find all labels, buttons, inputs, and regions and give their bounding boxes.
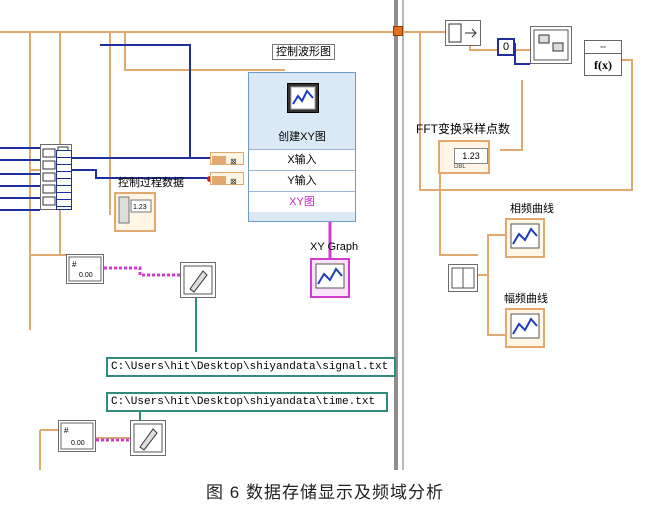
create-xy-graph-title: 创建XY图: [278, 131, 326, 143]
y-input-terminal[interactable]: Y输入: [249, 170, 355, 191]
time-path-constant[interactable]: C:\Users\hit\Desktop\shiyandata\time.txt: [106, 392, 388, 412]
phase-curve-label: 相频曲线: [510, 203, 554, 215]
graph-icon: [510, 313, 540, 339]
graph-icon: [510, 223, 540, 249]
xy-graph-express-icon: [287, 83, 319, 113]
fft-points-type: DBL: [454, 164, 466, 170]
create-xy-graph-node[interactable]: 创建XY图 X输入 Y输入 XY图: [248, 72, 356, 222]
index-array-icon: [448, 23, 477, 43]
to-dbl-node-x[interactable]: ⊠: [210, 152, 244, 166]
split-icon: [451, 267, 475, 289]
fft-points-label: FFT变换采样点数: [416, 122, 510, 136]
svg-text:#: #: [64, 426, 69, 435]
xy-graph-output-terminal[interactable]: XY图: [249, 191, 355, 212]
fft-points-value: 1.23: [454, 148, 488, 164]
formula-label: f(x): [594, 58, 612, 72]
graph-icon: [315, 263, 345, 289]
split-node[interactable]: [448, 264, 478, 292]
phase-curve-indicator[interactable]: [505, 218, 545, 258]
zero-constant[interactable]: 0: [497, 38, 515, 56]
sequence-frame-border-inner: [402, 0, 404, 470]
sequence-frame-border: [394, 0, 398, 470]
svg-text:⊠: ⊠: [230, 177, 237, 186]
x-input-terminal[interactable]: X输入: [249, 149, 355, 170]
write-file-node-2[interactable]: [130, 420, 166, 456]
to-dbl-node-y[interactable]: ⊠: [210, 172, 244, 186]
svg-text:1.23: 1.23: [133, 204, 147, 211]
format-node-1[interactable]: #0.00: [66, 254, 104, 284]
fft-icon: [533, 29, 569, 61]
figure-caption: 图 6 数据存储显示及频域分析: [206, 483, 444, 502]
coerce-icon: ⊠: [212, 156, 237, 166]
format-node-2[interactable]: #0.00: [58, 420, 96, 452]
index-array-node[interactable]: [445, 20, 481, 46]
array-terminal: [56, 150, 72, 210]
svg-text:0.00: 0.00: [71, 440, 85, 447]
swap-arrow-icon: ⇔: [585, 41, 621, 54]
svg-text:0.00: 0.00: [79, 272, 93, 279]
signal-path-constant[interactable]: C:\Users\hit\Desktop\shiyandata\signal.t…: [106, 357, 396, 377]
xy-graph-label: XY Graph: [310, 241, 359, 253]
control-process-label: 控制过程数据: [118, 177, 184, 189]
amp-curve-indicator[interactable]: [505, 308, 545, 348]
svg-text:⊠: ⊠: [230, 157, 237, 166]
svg-text:#: #: [72, 260, 77, 269]
sequence-tunnel[interactable]: [393, 26, 403, 36]
format-icon: #0.00: [60, 422, 94, 450]
format-icon: #0.00: [68, 256, 102, 282]
control-process-indicator[interactable]: 1.23: [114, 192, 156, 232]
block-diagram: 控制过程数据 1.23 ⊠ ⊠ 控制波形图 创建XY图 X输入 Y输入 XY图 …: [0, 0, 633, 470]
control-waveform-label: 控制波形图: [272, 44, 335, 60]
fft-node[interactable]: [530, 26, 572, 64]
formula-node[interactable]: ⇔ f(x): [584, 40, 622, 76]
fft-points-control[interactable]: 1.23 DBL: [438, 140, 490, 174]
write-file-icon: [133, 423, 163, 453]
write-file-node-1[interactable]: [180, 262, 216, 298]
numeric-array-icon: 1.23: [118, 196, 152, 224]
write-file-icon: [183, 265, 213, 295]
amp-curve-label: 幅频曲线: [504, 293, 548, 305]
coerce-icon: ⊠: [212, 176, 237, 186]
xy-graph-indicator[interactable]: [310, 258, 350, 298]
